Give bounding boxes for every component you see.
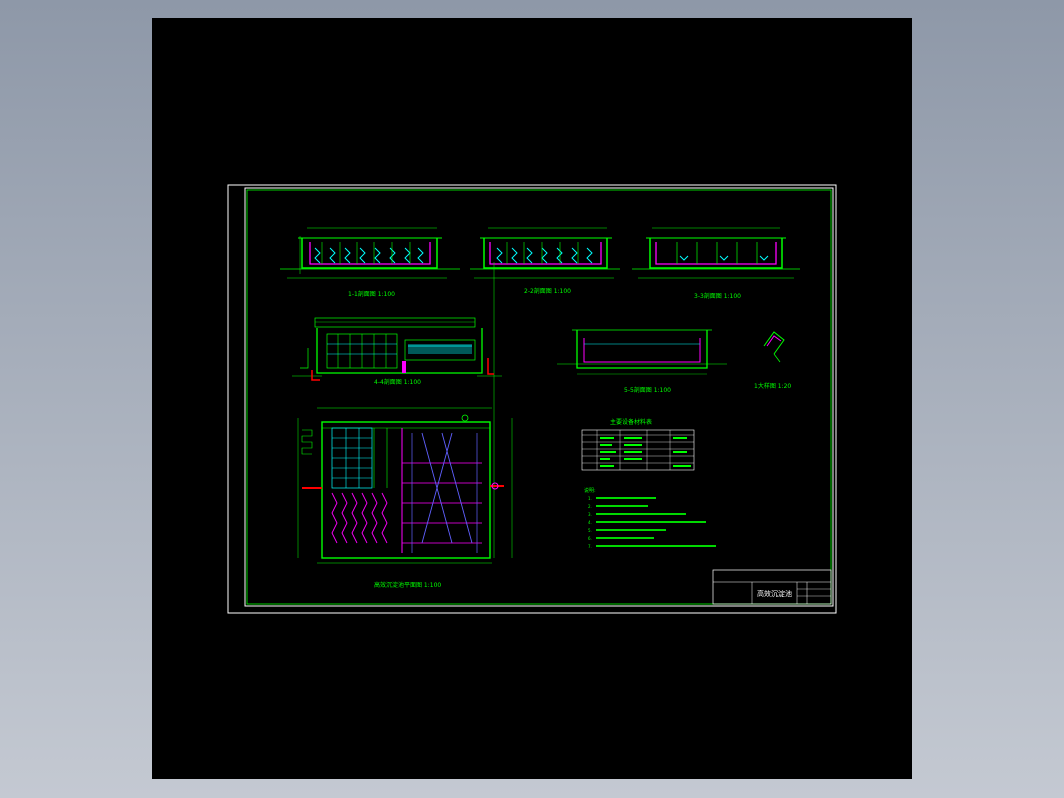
outer-frame — [227, 184, 837, 614]
section-4-drawing: 4-4剖面图 1:100 — [292, 317, 502, 386]
plan-view-drawing: 高效沉淀池平面图 1:100 — [297, 407, 513, 589]
note-6: 6. — [588, 536, 592, 541]
cad-drawing: 1-1剖面图 1:100 2-2剖面图 1:100 — [227, 184, 837, 614]
section-5-label: 5-5剖面图 1:100 — [624, 386, 671, 394]
detail-1-drawing: 1大样图 1:20 — [754, 331, 791, 390]
note-4: 4. — [588, 520, 592, 525]
section-5-drawing: 5-5剖面图 1:100 — [557, 329, 727, 394]
notes-block: 说明: 1. 2. 3. 4. 5. 6. 7. — [584, 487, 716, 549]
inner-frame — [244, 187, 834, 607]
note-3: 3. — [588, 512, 592, 517]
equipment-table: 主要设备材料表 — [581, 418, 695, 471]
section-3-label: 3-3剖面图 1:100 — [694, 292, 741, 300]
note-7: 7. — [588, 544, 592, 549]
section-1-label: 1-1剖面图 1:100 — [348, 290, 395, 298]
section-2-label: 2-2剖面图 1:100 — [524, 287, 571, 295]
note-5: 5. — [588, 528, 592, 533]
notes-title: 说明: — [584, 487, 596, 494]
section-4-label: 4-4剖面图 1:100 — [374, 378, 421, 386]
note-2: 2. — [588, 504, 592, 509]
table-title: 主要设备材料表 — [610, 418, 652, 426]
drawing-canvas[interactable]: 1-1剖面图 1:100 2-2剖面图 1:100 — [152, 18, 912, 779]
section-3-drawing: 3-3剖面图 1:100 — [632, 227, 800, 300]
drawing-border — [246, 189, 832, 605]
section-2-drawing: 2-2剖面图 1:100 — [470, 227, 620, 295]
title-block: 高效沉淀池 — [712, 569, 832, 605]
drawing-title: 高效沉淀池 — [757, 589, 792, 598]
plan-label: 高效沉淀池平面图 1:100 — [374, 581, 441, 589]
section-1-drawing: 1-1剖面图 1:100 — [280, 227, 460, 298]
note-1: 1. — [588, 496, 592, 501]
detail-label: 1大样图 1:20 — [754, 382, 791, 390]
